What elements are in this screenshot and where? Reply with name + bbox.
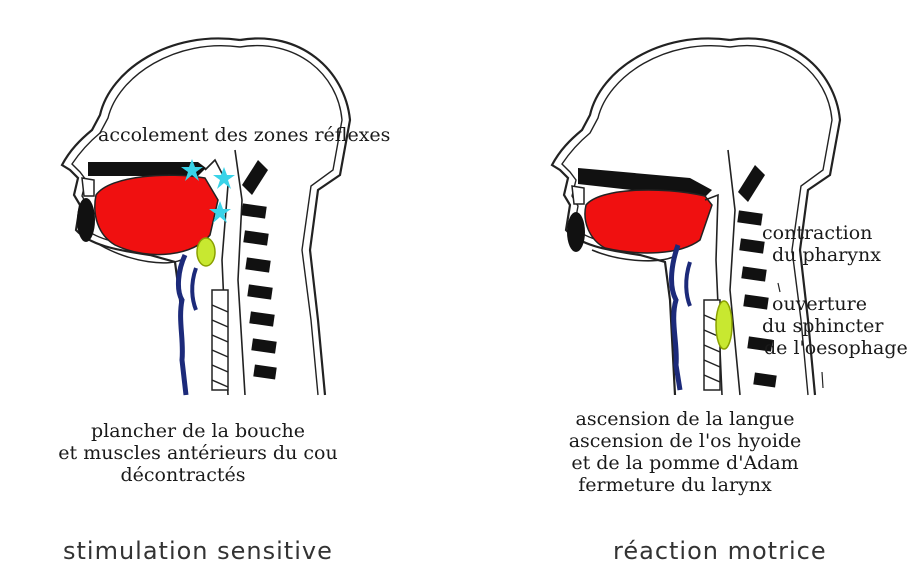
caption-motor-reaction: réaction motrice <box>613 537 827 565</box>
label-line: du sphincter <box>762 315 908 337</box>
label-line: décontractés <box>0 464 368 486</box>
label-pharynx-contraction: contraction du pharynx <box>762 222 881 266</box>
label-sphincter-opening: ouverture du sphincter de l'oesophage <box>762 293 908 359</box>
label-reflex-zones: accolement des zones réflexes <box>98 124 390 146</box>
tongue-icon <box>585 190 712 253</box>
label-line: ouverture <box>772 293 908 315</box>
label-line: et de la pomme d'Adam <box>535 452 835 474</box>
star-icon <box>213 167 235 189</box>
vertebrae <box>241 160 276 379</box>
hyoid-vessels <box>178 255 186 395</box>
label-line: ascension de l'os hyoide <box>535 430 835 452</box>
label-motor-actions: ascension de la langue ascension de l'os… <box>535 408 835 496</box>
bolus <box>197 238 215 266</box>
caption-stimulation: stimulation sensitive <box>63 537 333 565</box>
label-line: et muscles antérieurs du cou <box>28 442 368 464</box>
label-line: fermeture du larynx <box>515 474 835 496</box>
label-line: ascension de la langue <box>535 408 835 430</box>
label-line: contraction <box>762 222 881 244</box>
label-line: du pharynx <box>772 244 881 266</box>
label-line: plancher de la bouche <box>28 420 368 442</box>
left-head-illustration <box>62 38 350 395</box>
bolus <box>716 301 732 349</box>
label-line: de l'oesophage <box>764 337 908 359</box>
trachea <box>212 290 228 390</box>
label-floor-of-mouth: plancher de la bouche et muscles antérie… <box>28 420 368 486</box>
